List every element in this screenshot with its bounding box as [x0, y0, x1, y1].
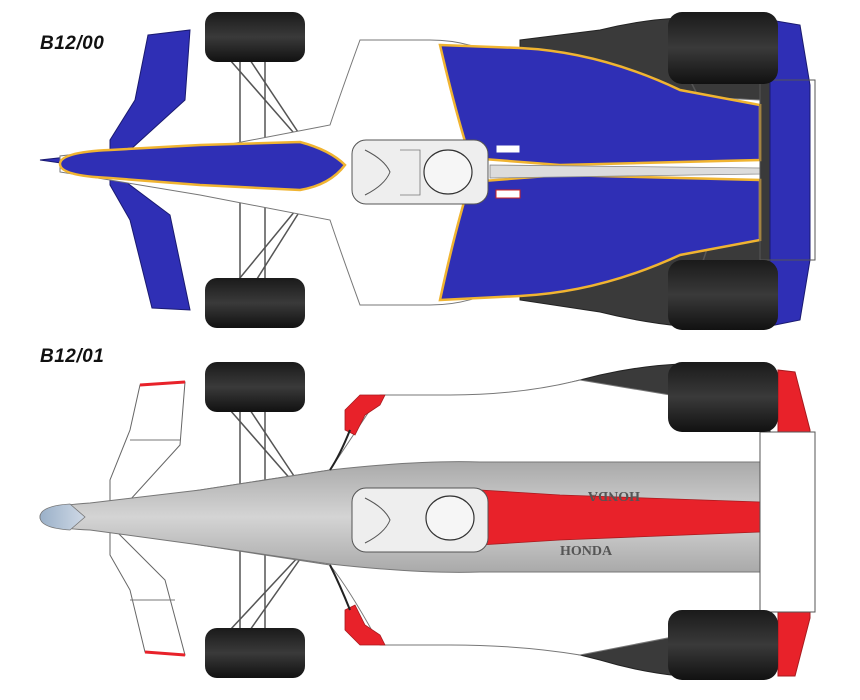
front-wing: [39, 29, 191, 311]
nose: [58, 140, 347, 192]
sidepod-top: [438, 43, 762, 167]
car-b12-00: [39, 12, 816, 330]
tyres: [205, 362, 778, 680]
sponsor-text-top: HONDA: [587, 488, 640, 503]
front-wing: [39, 381, 186, 656]
sponsor-text-bottom: HONDA: [560, 544, 613, 559]
car-label-b12-00: B12/00: [40, 33, 105, 54]
cockpit: [351, 487, 489, 553]
car-label-b12-01: B12/01: [40, 346, 105, 367]
tyres: [205, 12, 778, 330]
cockpit: [351, 139, 489, 205]
car-b12-01: HONDA HONDA: [39, 362, 816, 680]
